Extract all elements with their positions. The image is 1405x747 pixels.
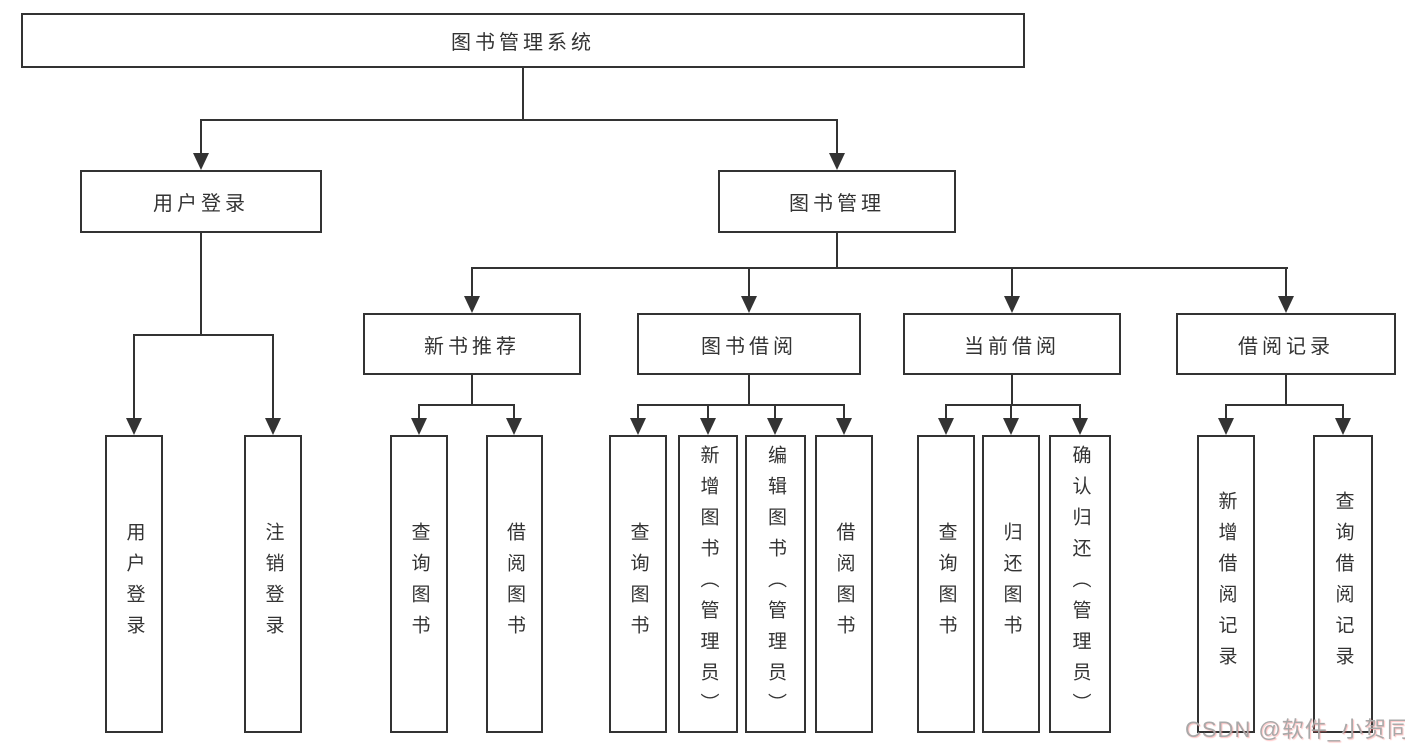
node-borrow-record-label: 借阅记录	[1238, 335, 1334, 358]
arrow-down-icon	[1072, 418, 1088, 435]
arrow-down-icon	[1335, 418, 1351, 435]
arrow-down-icon	[700, 418, 716, 435]
leaf-add-borrow-record: 新增借阅记录	[1197, 435, 1255, 733]
connector-vline	[471, 375, 473, 406]
connector-vline	[1011, 375, 1013, 406]
leaf-query-books-borrow: 查询图书	[609, 435, 667, 733]
node-new-book-recommend: 新书推荐	[363, 313, 581, 375]
arrow-down-icon	[630, 418, 646, 435]
leaf-query-borrow-record-label: 查询借阅记录	[1332, 491, 1354, 677]
connector-hline	[637, 404, 845, 406]
arrow-down-icon	[1218, 418, 1234, 435]
connector-vline	[707, 404, 709, 420]
leaf-query-books-borrow-label: 查询图书	[627, 522, 649, 646]
connector-vline	[637, 404, 639, 420]
arrow-down-icon	[1003, 418, 1019, 435]
node-borrow-record: 借阅记录	[1176, 313, 1396, 375]
node-user-login: 用户登录	[80, 170, 322, 233]
connector-vline	[513, 404, 515, 420]
connector-vline	[418, 404, 420, 420]
connector-hline	[133, 334, 274, 336]
leaf-add-borrow-record-label: 新增借阅记录	[1215, 491, 1237, 677]
node-root-label: 图书管理系统	[451, 32, 595, 54]
node-user-login-label: 用户登录	[153, 193, 249, 215]
leaf-confirm-return-admin-label: 确认归还（管理员）	[1069, 444, 1091, 724]
arrow-down-icon	[829, 153, 845, 170]
arrow-down-icon	[411, 418, 427, 435]
node-book-borrow: 图书借阅	[637, 313, 861, 375]
connector-hline	[945, 404, 1081, 406]
node-book-mgmt-label: 图书管理	[789, 193, 885, 215]
leaf-edit-books-admin-label: 编辑图书（管理员）	[765, 444, 786, 724]
leaf-query-books-newbook: 查询图书	[390, 435, 448, 733]
connector-vline	[522, 68, 524, 121]
leaf-logout: 注销登录	[244, 435, 302, 733]
leaf-return-books: 归还图书	[982, 435, 1040, 733]
leaf-borrow-books-newbook-label: 借阅图书	[504, 522, 525, 646]
connector-vline	[1079, 404, 1081, 420]
node-root: 图书管理系统	[21, 13, 1025, 68]
connector-vline	[945, 404, 947, 420]
node-current-borrow-label: 当前借阅	[964, 335, 1060, 358]
arrow-down-icon	[193, 153, 209, 170]
arrow-down-icon	[938, 418, 954, 435]
arrow-down-icon	[836, 418, 852, 435]
connector-vline	[774, 404, 776, 420]
leaf-user-login: 用户登录	[105, 435, 163, 733]
connector-vline	[1342, 404, 1344, 420]
arrow-down-icon	[464, 296, 480, 313]
connector-vline	[272, 334, 274, 420]
arrow-down-icon	[506, 418, 522, 435]
csdn-watermark: CSDN @软件_小贺同学	[1185, 717, 1405, 742]
arrow-down-icon	[1278, 296, 1294, 313]
connector-vline	[748, 267, 750, 297]
connector-vline	[1285, 267, 1287, 297]
leaf-borrow-books: 借阅图书	[815, 435, 873, 733]
leaf-edit-books-admin: 编辑图书（管理员）	[745, 435, 806, 733]
connector-hline	[418, 404, 515, 406]
leaf-return-books-label: 归还图书	[1000, 522, 1022, 646]
arrow-down-icon	[741, 296, 757, 313]
leaf-query-books-current-label: 查询图书	[935, 522, 957, 646]
connector-vline	[200, 233, 202, 336]
connector-vline	[1011, 267, 1013, 297]
connector-hline	[471, 267, 1288, 269]
node-book-borrow-label: 图书借阅	[701, 335, 797, 358]
connector-vline	[836, 119, 838, 155]
leaf-confirm-return-admin: 确认归还（管理员）	[1049, 435, 1111, 733]
node-current-borrow: 当前借阅	[903, 313, 1121, 375]
leaf-add-books-admin-label: 新增图书（管理员）	[697, 444, 719, 724]
connector-vline	[471, 267, 473, 297]
connector-vline	[1285, 375, 1287, 406]
connector-vline	[836, 233, 838, 269]
leaf-add-books-admin: 新增图书（管理员）	[678, 435, 738, 733]
leaf-logout-label: 注销登录	[262, 522, 284, 646]
node-book-mgmt: 图书管理	[718, 170, 956, 233]
connector-vline	[748, 375, 750, 406]
arrow-down-icon	[265, 418, 281, 435]
leaf-query-books-current: 查询图书	[917, 435, 975, 733]
connector-vline	[133, 334, 135, 420]
connector-vline	[1010, 404, 1012, 420]
leaf-query-books-newbook-label: 查询图书	[408, 522, 430, 646]
connector-vline	[200, 119, 202, 155]
connector-hline	[200, 119, 838, 121]
connector-vline	[843, 404, 845, 420]
leaf-borrow-books-label: 借阅图书	[833, 522, 855, 646]
arrow-down-icon	[767, 418, 783, 435]
leaf-user-login-label: 用户登录	[123, 522, 145, 646]
node-new-book-recommend-label: 新书推荐	[424, 335, 520, 358]
leaf-borrow-books-newbook: 借阅图书	[486, 435, 543, 733]
leaf-query-borrow-record: 查询借阅记录	[1313, 435, 1373, 733]
connector-vline	[1225, 404, 1227, 420]
arrow-down-icon	[126, 418, 142, 435]
arrow-down-icon	[1004, 296, 1020, 313]
connector-hline	[1225, 404, 1344, 406]
